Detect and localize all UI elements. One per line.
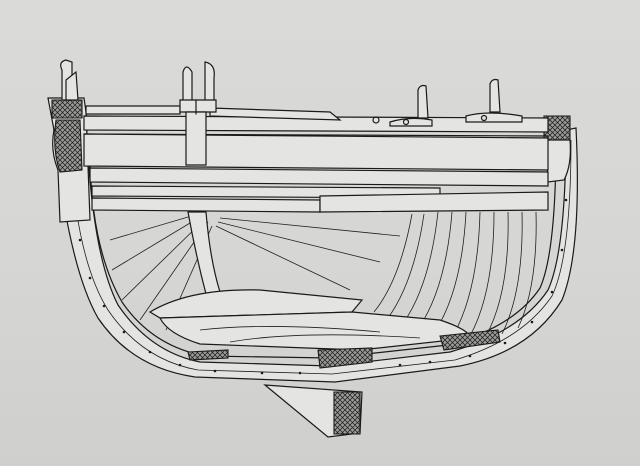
floorboards: [148, 289, 471, 351]
oarlock-1: [389, 84, 433, 127]
hull-shell: [51, 109, 578, 383]
stem-post: [187, 211, 221, 295]
keel-blocks: [187, 329, 501, 369]
port-gunwale-post: [47, 59, 91, 223]
starboard-gunwale-post: [543, 115, 571, 183]
small-fitting: [372, 116, 380, 124]
keel-skeg: [263, 384, 363, 438]
mast-post: [179, 61, 217, 166]
thwart-seat: [89, 167, 549, 213]
rivet-dots: [74, 198, 568, 375]
oarlock-2: [465, 78, 523, 123]
